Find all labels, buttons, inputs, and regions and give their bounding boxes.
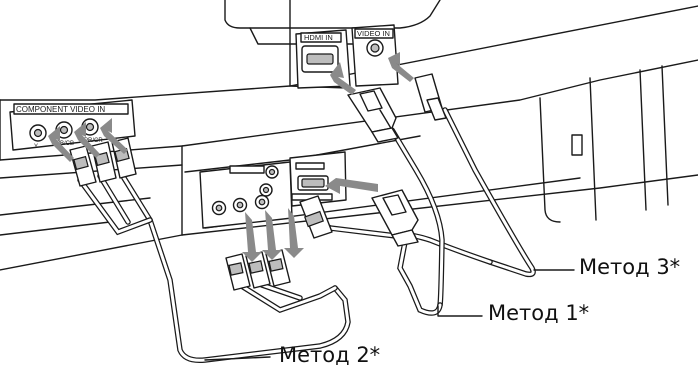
hdmi-plug-icon	[372, 190, 418, 246]
svg-text:Y: Y	[34, 144, 38, 150]
method-1-leader	[438, 306, 482, 316]
hdmi-in-label: HDMI IN	[304, 33, 333, 42]
hdmi-plug-icon	[348, 88, 398, 142]
method-2-label: Метод 2*	[279, 345, 380, 366]
method-3-label: Метод 3*	[579, 257, 680, 278]
component-video-in-label: COMPONENT VIDEO IN	[16, 105, 105, 114]
hdmi-in-port	[307, 54, 333, 64]
hdmi-out-port	[302, 179, 324, 187]
method-1-label: Метод 1*	[488, 303, 589, 324]
video-in-label: VIDEO IN	[357, 29, 390, 38]
cables	[80, 110, 533, 360]
